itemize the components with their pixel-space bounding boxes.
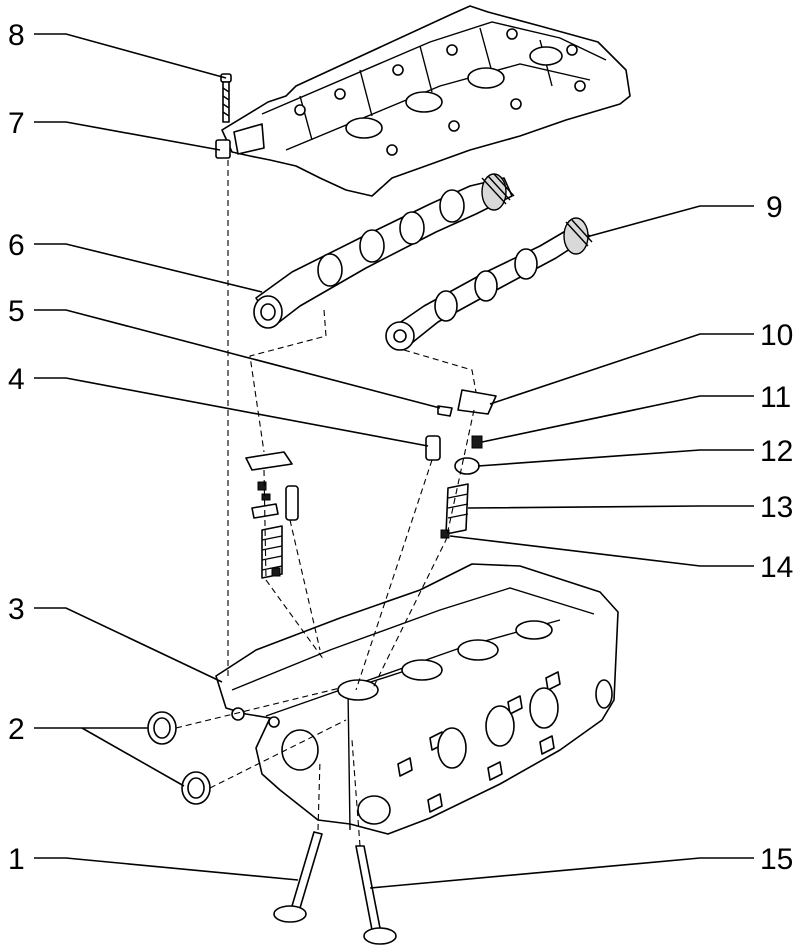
assembly-lines xyxy=(175,160,477,847)
callout-14: 14 xyxy=(760,551,793,584)
callout-10: 10 xyxy=(760,319,793,352)
valve-exhaust xyxy=(355,845,397,945)
callout-6: 6 xyxy=(8,229,25,262)
sealing-plugs xyxy=(147,711,211,805)
callout-4: 4 xyxy=(8,363,25,396)
cylinder-head xyxy=(215,563,619,835)
valve-intake xyxy=(273,831,323,923)
callout-3: 3 xyxy=(8,593,25,626)
left-valvetrain-stack xyxy=(245,451,299,579)
callout-12: 12 xyxy=(760,435,793,468)
right-valvetrain-stack xyxy=(425,389,497,539)
camshaft-housing xyxy=(221,5,631,197)
callout-11: 11 xyxy=(760,381,791,414)
callout-13: 13 xyxy=(760,491,793,524)
callout-15: 15 xyxy=(760,843,793,876)
callout-5: 5 xyxy=(8,295,25,328)
housing-bolt xyxy=(220,73,232,123)
callout-7: 7 xyxy=(8,107,25,140)
camshaft-intake xyxy=(253,173,515,329)
callout-1: 1 xyxy=(8,843,25,876)
camshaft-exhaust xyxy=(385,217,593,351)
leader-lines xyxy=(34,33,754,889)
callout-9: 9 xyxy=(766,191,783,224)
callout-2: 2 xyxy=(8,713,25,746)
callout-8: 8 xyxy=(8,19,25,52)
